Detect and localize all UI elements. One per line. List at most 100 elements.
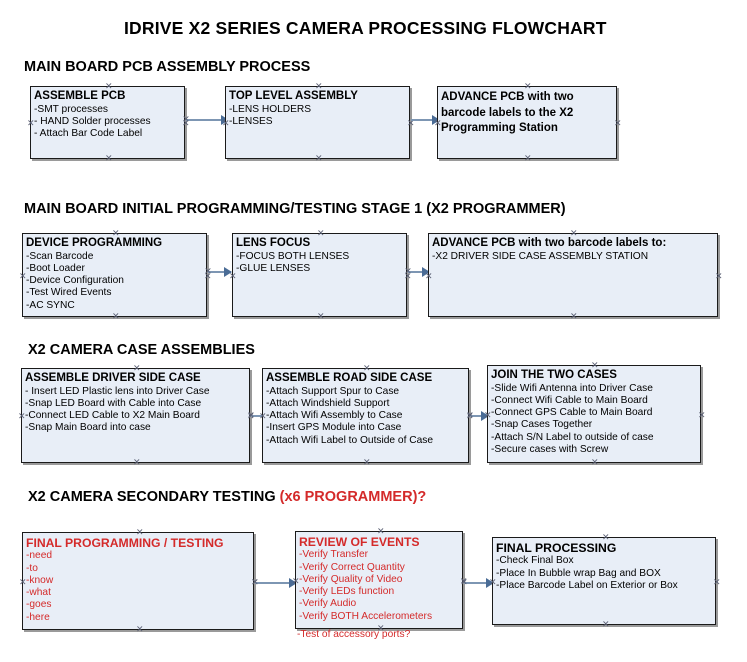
connector-line (251, 415, 271, 417)
connector-handle-start[interactable] (251, 578, 259, 587)
connection-handle-top[interactable] (524, 83, 531, 90)
connector-arrow[interactable] (464, 578, 494, 588)
connection-handle-left[interactable] (27, 120, 34, 127)
connector-arrow[interactable] (411, 115, 440, 125)
connection-handle-bottom[interactable] (363, 459, 370, 466)
box-line: -Snap LED Board with Cable into Case (25, 397, 202, 409)
connection-handle-bottom[interactable] (317, 313, 324, 320)
connection-handle-top[interactable] (315, 83, 322, 90)
box-line: -Place Barcode Label on Exterior or Box (496, 579, 678, 591)
connector-handle-start[interactable] (466, 411, 474, 420)
box-title: FINAL PROGRAMMING / TESTING (26, 536, 224, 550)
connector-handle-start[interactable] (204, 267, 212, 276)
connection-handle-top[interactable] (377, 528, 384, 535)
connector-handle-start[interactable] (247, 411, 255, 420)
box-lens-focus[interactable]: LENS FOCUS -FOCUS BOTH LENSES -GLUE LENS… (232, 233, 407, 317)
connection-handle-left[interactable] (19, 579, 26, 586)
box-line: -Snap Main Board into case (25, 422, 151, 434)
section-heading-2: MAIN BOARD INITIAL PROGRAMMING/TESTING S… (24, 201, 566, 217)
section-heading-1: MAIN BOARD PCB ASSEMBLY PROCESS (24, 59, 310, 75)
box-line: -LENS HOLDERS (229, 103, 312, 115)
connection-handle-top[interactable] (136, 529, 143, 536)
connection-handle-bottom[interactable] (133, 459, 140, 466)
connection-handle-left[interactable] (19, 273, 26, 280)
arrowhead-icon (486, 578, 494, 588)
box-line: -Verify LEDs function (299, 586, 395, 598)
connection-handle-bottom[interactable] (315, 155, 322, 162)
connector-handle-start[interactable] (182, 115, 190, 124)
connection-handle-right[interactable] (713, 579, 720, 586)
box-title: LENS FOCUS (236, 237, 311, 249)
box-advance-pcb-programming-station[interactable]: ADVANCE PCB with two barcode labels to t… (437, 86, 617, 159)
connection-handle-bottom[interactable] (524, 155, 531, 162)
arrowhead-icon (289, 578, 297, 588)
box-line: -Connect Wifi Cable to Main Board (491, 394, 648, 406)
connection-handle-bottom[interactable] (602, 621, 609, 628)
connection-handle-top[interactable] (105, 83, 112, 90)
box-title: DEVICE PROGRAMMING (26, 237, 163, 249)
connection-handle-top[interactable] (133, 365, 140, 372)
box-line: -Connect GPS Cable to Main Board (491, 407, 653, 419)
box-line: -SMT processes (34, 103, 108, 115)
connection-handle-bottom[interactable] (105, 155, 112, 162)
box-line: -Verify Quality of Video (299, 573, 403, 585)
box-line: -Device Configuration (26, 275, 124, 287)
connection-handle-right[interactable] (715, 273, 722, 280)
box-line: -X2 DRIVER SIDE CASE ASSEMBLY STATION (432, 250, 649, 262)
box-line: -Secure cases with Screw (491, 443, 609, 455)
connector-arrow[interactable] (186, 115, 229, 125)
box-review-of-events[interactable]: REVIEW OF EVENTS -Verify Transfer -Verif… (295, 531, 463, 629)
connection-handle-bottom[interactable] (591, 459, 598, 466)
box-line: -Attach Windshield Support (266, 397, 390, 409)
section-heading-4: X2 CAMERA SECONDARY TESTING (x6 PROGRAMM… (28, 489, 426, 505)
box-assemble-road-side-case[interactable]: ASSEMBLE ROAD SIDE CASE -Attach Support … (262, 368, 469, 463)
connector-handle-start[interactable] (460, 578, 468, 587)
connection-handle-top[interactable] (112, 230, 119, 237)
connection-handle-left[interactable] (18, 413, 25, 420)
box-line: -Attach Wifi Label to Outside of Case (266, 434, 434, 446)
box-line: -Verify Transfer (299, 549, 369, 561)
section-heading-4-text: X2 CAMERA SECONDARY TESTING (28, 489, 280, 505)
box-line: -GLUE LENSES (236, 262, 311, 274)
connection-handle-bottom[interactable] (112, 313, 119, 320)
connection-handle-top[interactable] (570, 230, 577, 237)
section-heading-1-text: MAIN BOARD PCB ASSEMBLY PROCESS (24, 59, 311, 75)
box-final-programming-testing[interactable]: FINAL PROGRAMMING / TESTING -need -to -k… (22, 532, 254, 630)
connection-handle-bottom[interactable] (570, 313, 577, 320)
box-top-level-assembly[interactable]: TOP LEVEL ASSEMBLY -LENS HOLDERS -LENSES (225, 86, 410, 159)
connection-handle-right[interactable] (698, 412, 705, 419)
box-line: -goes (26, 599, 52, 611)
connection-handle-top[interactable] (317, 230, 324, 237)
connector-arrow[interactable] (470, 411, 489, 421)
box-assemble-driver-side-case[interactable]: ASSEMBLE DRIVER SIDE CASE - Insert LED P… (21, 368, 250, 463)
connector-arrow[interactable] (208, 267, 232, 277)
box-title: ADVANCE PCB with two barcode labels to t… (441, 91, 574, 135)
box-title: TOP LEVEL ASSEMBLY (229, 90, 358, 102)
box-line: -Check Final Box (496, 555, 574, 567)
section-heading-4-accent: (x6 PROGRAMMER)? (279, 489, 427, 505)
connection-handle-top[interactable] (363, 365, 370, 372)
box-device-programming[interactable]: DEVICE PROGRAMMING -Scan Barcode -Boot L… (22, 233, 207, 317)
box-final-processing[interactable]: FINAL PROCESSING -Check Final Box -Place… (492, 537, 716, 625)
box-join-the-two-cases[interactable]: JOIN THE TWO CASES -Slide Wifi Antenna i… (487, 365, 701, 463)
connector-arrow[interactable] (255, 578, 297, 588)
box-assemble-pcb[interactable]: ASSEMBLE PCB -SMT processes - HAND Solde… (30, 86, 185, 159)
box-line: - Insert LED Plastic lens into Driver Ca… (25, 385, 210, 397)
box-line: -Connect LED Cable to X2 Main Board (25, 410, 200, 422)
section-heading-2-text: MAIN BOARD INITIAL PROGRAMMING/TESTING S… (24, 201, 566, 217)
connection-handle-bottom[interactable] (136, 626, 143, 633)
connector-line (408, 271, 429, 273)
connection-handle-top[interactable] (591, 362, 598, 369)
page-title: IDRIVE X2 SERIES CAMERA PROCESSING FLOWC… (124, 18, 607, 38)
box-title: JOIN THE TWO CASES (491, 369, 617, 381)
box-line: -Attach S/N Label to outside of case (491, 431, 654, 443)
connection-handle-top[interactable] (602, 534, 609, 541)
connector-handle-start[interactable] (404, 267, 412, 276)
connection-handle-right[interactable] (614, 120, 621, 127)
box-advance-pcb-driver-side[interactable]: ADVANCE PCB with two barcode labels to: … (428, 233, 718, 317)
box-title: FINAL PROCESSING (496, 541, 617, 555)
box-line: -Insert GPS Module into Case (266, 422, 402, 434)
box-line: -Attach Support Spur to Case (266, 385, 400, 397)
box-title: ASSEMBLE ROAD SIDE CASE (266, 372, 433, 384)
connector-arrow[interactable] (408, 267, 430, 277)
